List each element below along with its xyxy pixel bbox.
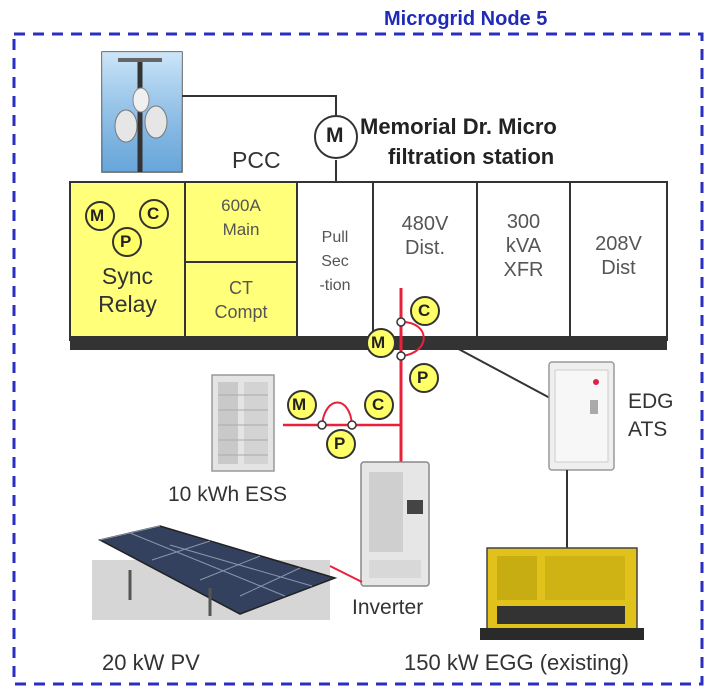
ess-meter-c: C bbox=[372, 395, 385, 414]
pv-to-inverter-line bbox=[329, 565, 363, 583]
feeder-loop-upper bbox=[401, 321, 425, 357]
facility-label: Memorial Dr. Micro filtration station bbox=[360, 112, 557, 172]
pull-section-line1: Pull bbox=[321, 229, 349, 246]
inverter-label: Inverter bbox=[352, 596, 424, 619]
sync-meter-p: P bbox=[120, 232, 132, 251]
ats-cabinet-image bbox=[548, 361, 615, 471]
feeder-meter-c: C bbox=[418, 301, 431, 320]
edg-ats-line1: EDG bbox=[628, 390, 674, 413]
node-boundary bbox=[12, 32, 704, 686]
ess-meter-m: M bbox=[292, 395, 307, 414]
xfr-300kva-line3: XFR bbox=[503, 259, 544, 281]
ats-feeder-line bbox=[437, 337, 551, 399]
sync-relay-line1: Sync bbox=[101, 263, 154, 289]
dist-208v-label: 208V Dist bbox=[570, 232, 667, 280]
facility-label-line2: filtration station bbox=[388, 144, 555, 169]
dist-208v-line2: Dist bbox=[601, 257, 636, 279]
pv-array-image bbox=[92, 525, 338, 620]
ess-loop bbox=[321, 401, 353, 426]
sync-relay-line2: Relay bbox=[98, 291, 157, 317]
ct-compt-line2: Compt bbox=[214, 302, 268, 322]
ess-meter-c-circle bbox=[364, 390, 394, 420]
main-600a-line1: 600A bbox=[221, 196, 261, 215]
ess-meter-m-circle bbox=[287, 390, 317, 420]
pull-section-label: Pull Sec -tion bbox=[297, 226, 373, 298]
xfr-300kva-label: 300 kVA XFR bbox=[477, 210, 570, 282]
egg-label: 150 kW EGG (existing) bbox=[404, 650, 629, 675]
edg-ats-line2: ATS bbox=[628, 418, 668, 441]
sync-meter-p-circle bbox=[112, 227, 142, 257]
pv-label: 20 kW PV bbox=[102, 650, 200, 675]
dist-208v-line1: 208V bbox=[595, 233, 642, 255]
sync-relay-label: Sync Relay bbox=[70, 262, 185, 318]
xfr-300kva-line1: 300 bbox=[506, 211, 541, 233]
edg-ats-label: EDG ATS bbox=[628, 388, 674, 444]
facility-label-line1: Memorial Dr. Micro bbox=[360, 114, 557, 139]
xfr-300kva-line2: kVA bbox=[505, 235, 542, 257]
sync-meter-c-circle bbox=[139, 199, 169, 229]
feeder-meter-m: M bbox=[371, 333, 386, 352]
diagram-title: Microgrid Node 5 bbox=[378, 8, 554, 31]
sensor-station-image bbox=[101, 51, 183, 173]
sync-meter-c: C bbox=[147, 204, 160, 223]
feeder-meter-m-circle bbox=[366, 328, 396, 358]
pull-section-line3: -tion bbox=[319, 277, 351, 294]
station-link-line bbox=[182, 95, 337, 115]
main-600a-label: 600A Main bbox=[185, 194, 297, 242]
pcc-label: PCC bbox=[232, 147, 281, 173]
feeder-meter-p-circle bbox=[409, 363, 439, 393]
sync-meter-m-circle bbox=[85, 201, 115, 231]
generator-image bbox=[480, 547, 644, 640]
dist-480v-label: 480V Dist. bbox=[373, 212, 477, 260]
ess-cabinet-image bbox=[211, 374, 275, 472]
ess-meter-p: P bbox=[334, 434, 346, 453]
inverter-image bbox=[360, 461, 430, 587]
feeder-meter-c-circle bbox=[410, 296, 440, 326]
ess-meter-p-circle bbox=[326, 429, 356, 459]
facility-meter-letter: M bbox=[326, 124, 344, 147]
sync-meter-m: M bbox=[90, 206, 105, 225]
facility-meter bbox=[314, 115, 358, 159]
pull-section-line2: Sec bbox=[321, 253, 349, 270]
dist-480v-line1: 480V bbox=[401, 213, 449, 235]
ess-label: 10 kWh ESS bbox=[168, 483, 288, 506]
main-600a-line2: Main bbox=[222, 220, 260, 239]
ct-compt-line1: CT bbox=[229, 278, 253, 298]
ct-compt-label: CT Compt bbox=[185, 276, 297, 324]
dist-480v-line2: Dist. bbox=[405, 237, 445, 259]
feeder-meter-p: P bbox=[417, 368, 429, 387]
